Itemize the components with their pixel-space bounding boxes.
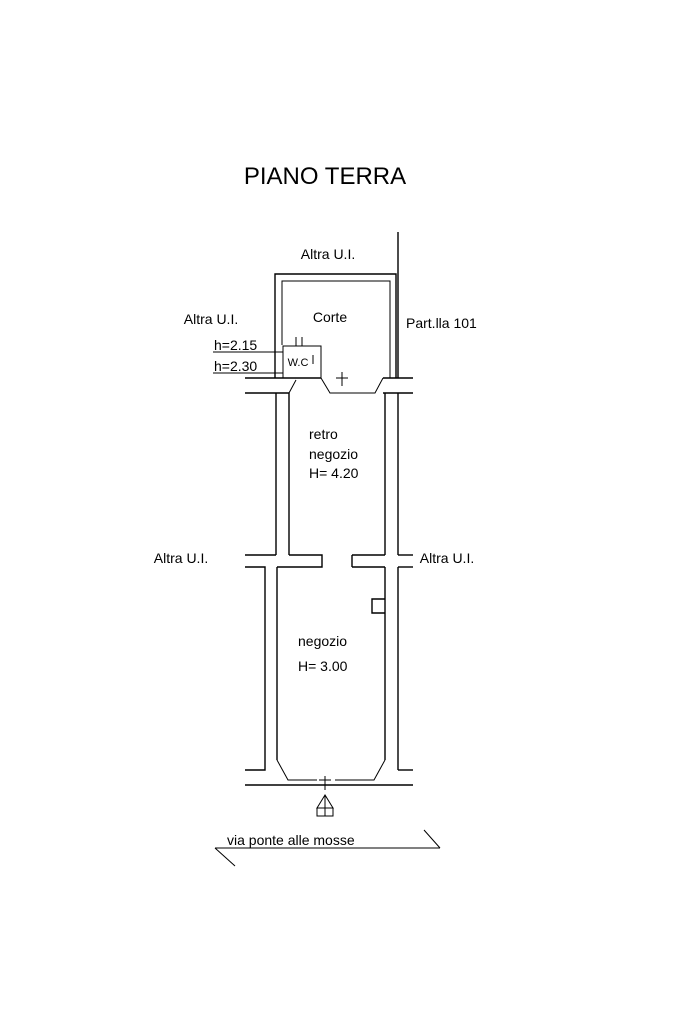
upper-cross-wall [245,372,413,394]
label-wc: W.C [288,357,309,369]
label-h-wc-1: h=2.15 [214,337,257,353]
street-line [214,829,441,867]
label-altra-left-top: Altra U.I. [184,311,238,327]
label-negozio: negozio [298,633,347,649]
label-altra-top: Altra U.I. [301,246,355,262]
negozio-walls [276,567,413,771]
label-h-wc-2: h=2.30 [214,358,257,374]
retro-negozio-walls [275,393,399,555]
label-part-lla: Part.lla 101 [406,315,477,331]
label-altra-left-mid: Altra U.I. [154,550,208,566]
street-wall [245,759,413,790]
middle-cross-wall [245,554,413,771]
entrance-arrow-icon [316,794,334,817]
corte-walls [274,232,399,378]
label-retro: retro [309,426,338,442]
label-altra-right-mid: Altra U.I. [420,550,474,566]
label-retro-height: H= 4.20 [309,465,359,481]
label-street: via ponte alle mosse [227,832,355,848]
label-corte: Corte [313,309,347,325]
label-negozio-height: H= 3.00 [298,658,348,674]
plan-title: PIANO TERRA [244,163,406,190]
label-retro-negozio: negozio [309,446,358,462]
